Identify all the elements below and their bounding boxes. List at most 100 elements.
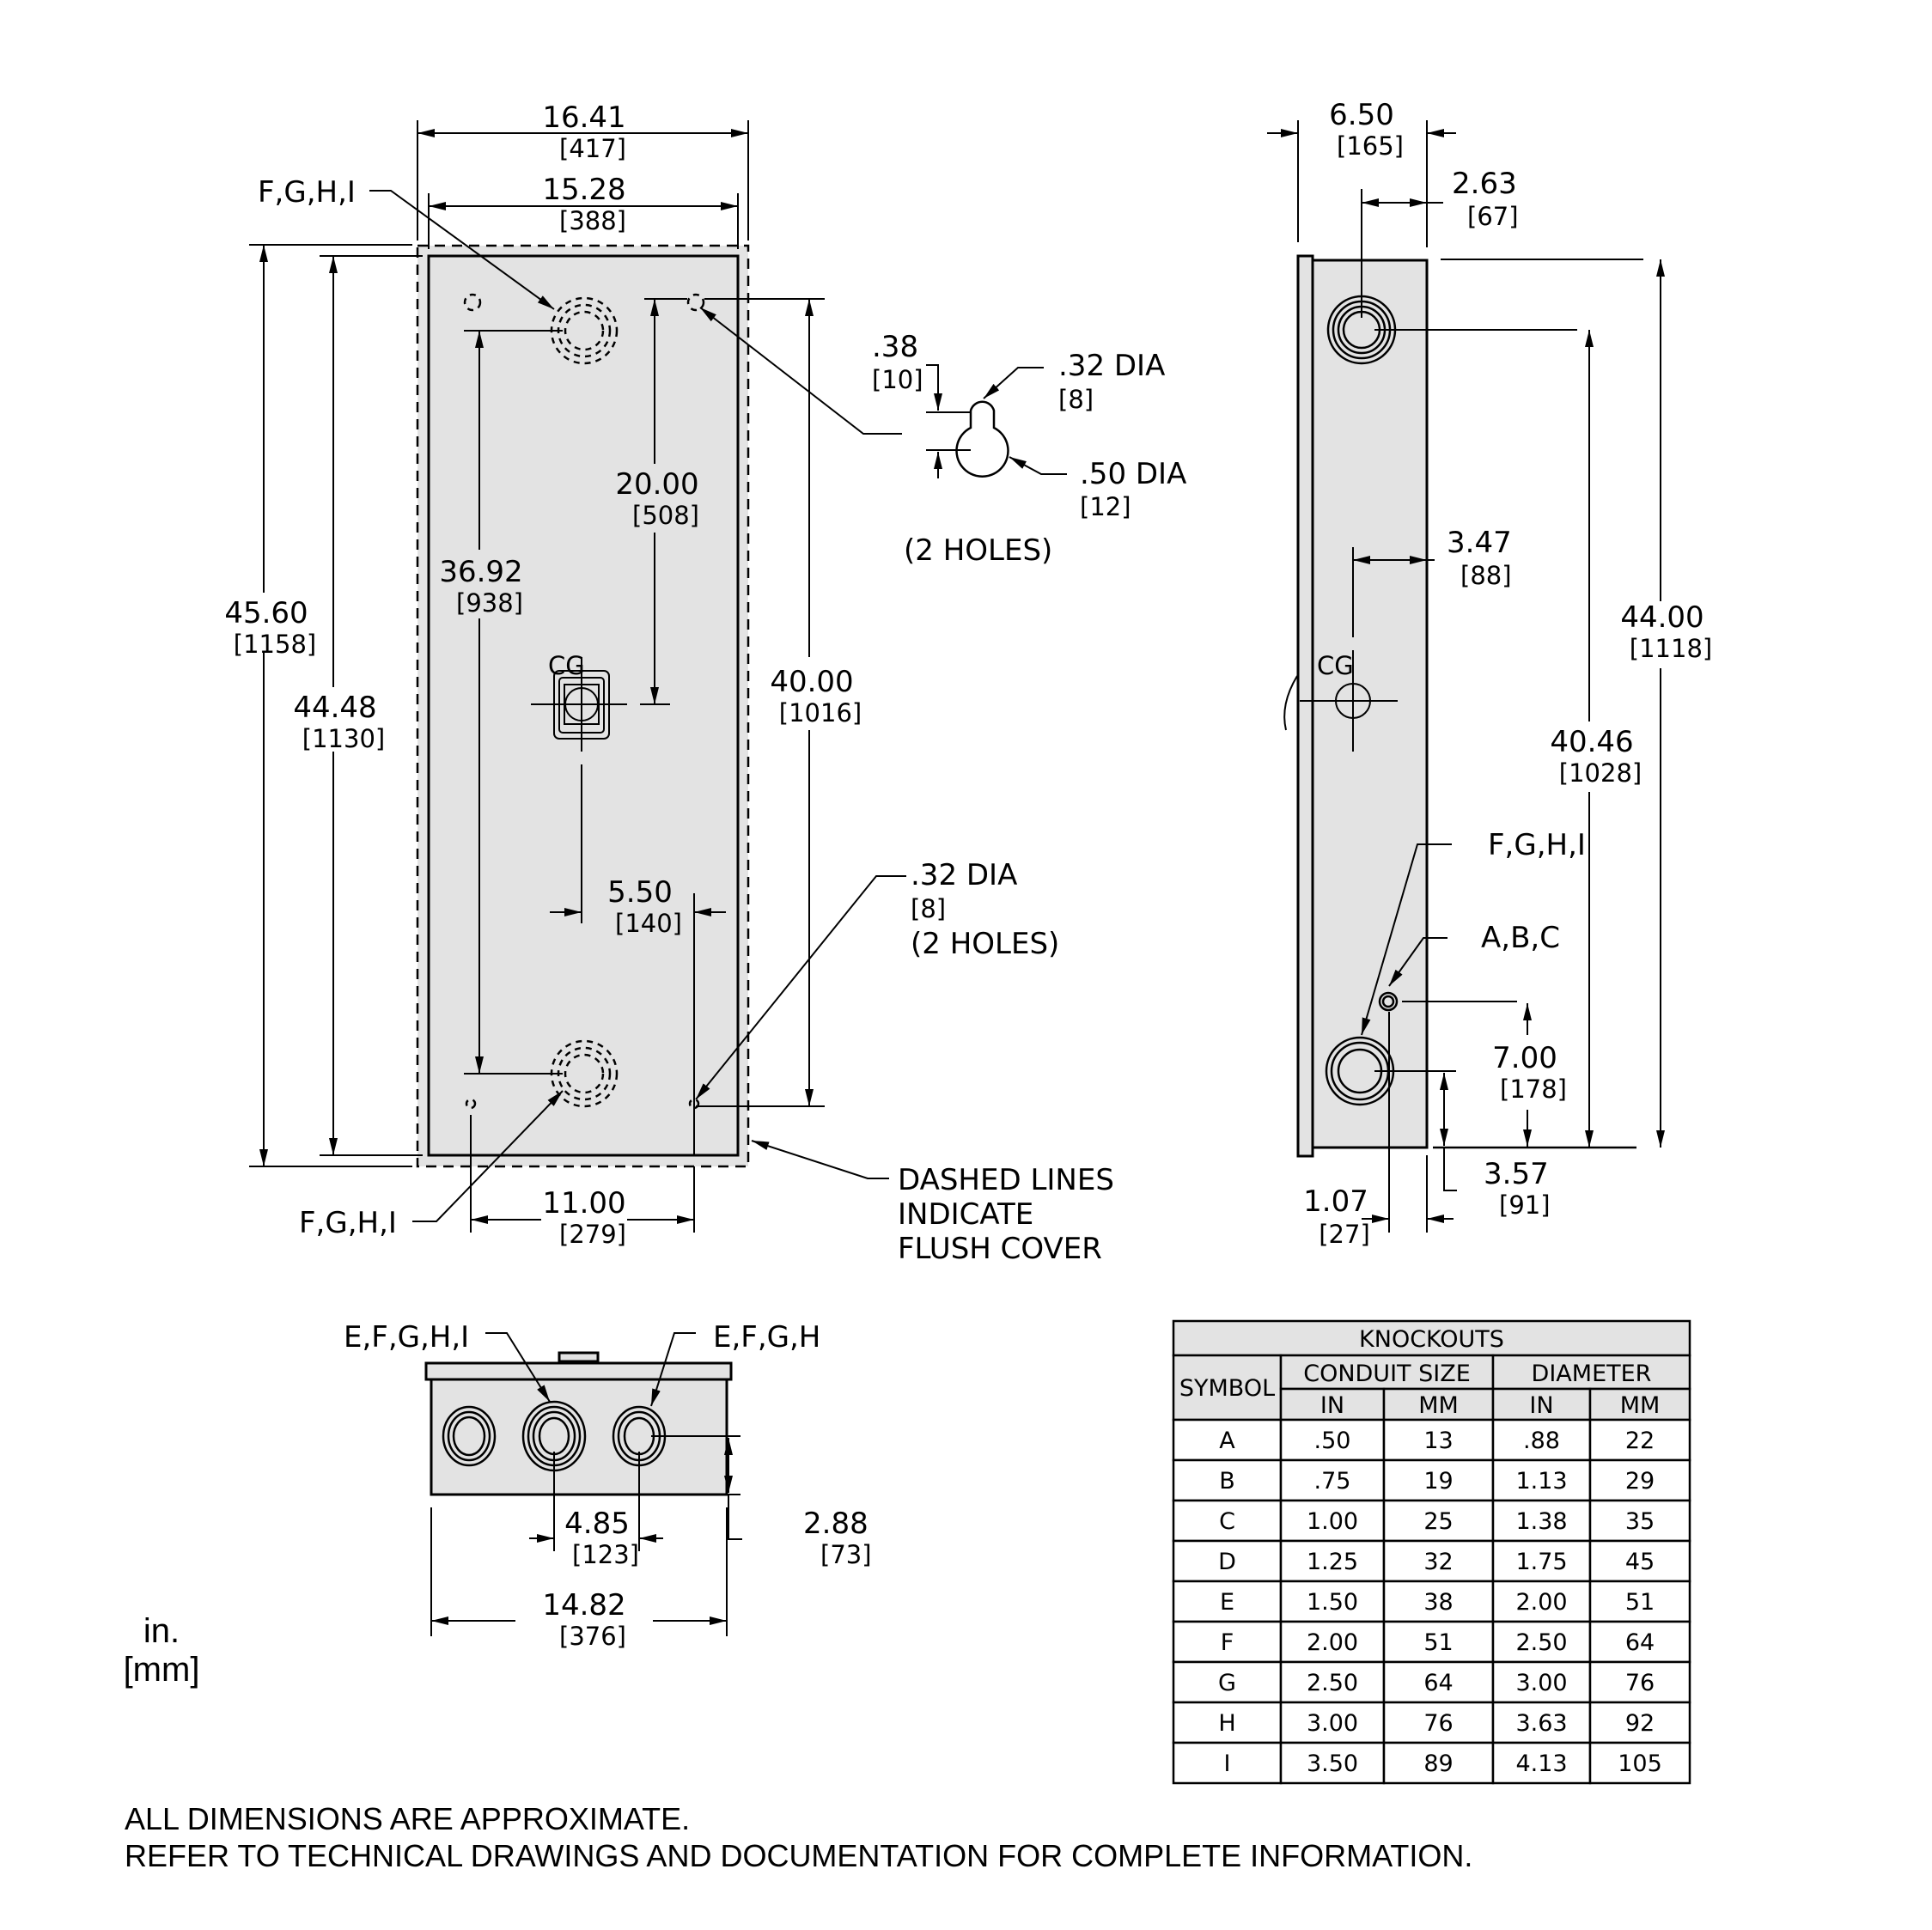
keyhole-top-right (686, 293, 705, 312)
table-cell (1382, 1580, 1495, 1623)
center-of-gravity-marker: CG (531, 651, 627, 752)
table-cell (1491, 1741, 1592, 1785)
latch-top (558, 1351, 600, 1363)
table-value: 35 (1625, 1508, 1655, 1535)
keyhole-shape (955, 400, 1009, 478)
table-symbol: H (1218, 1710, 1235, 1737)
dim-cg-depth-mm: [88] (1460, 561, 1512, 590)
diameter-header: DIAMETER (1532, 1361, 1652, 1387)
units-inches: in. (143, 1612, 180, 1650)
keyhole-detail: .38 [10] .32 DIA [8] .50 DIA [12] (2 HOL… (872, 330, 1186, 568)
table-value: 3.50 (1307, 1750, 1358, 1777)
table-cell (1279, 1539, 1386, 1583)
unit-header: MM (1418, 1392, 1459, 1419)
table-value: .75 (1314, 1468, 1351, 1495)
dim-side-knockout-spacing-mm: [1028] (1559, 758, 1642, 788)
dim-bottom-width: 14.82 (542, 1588, 625, 1623)
label-bottom-left-knockouts: E,F,G,H,I (344, 1320, 469, 1355)
table-value: 1.00 (1307, 1508, 1358, 1535)
dim-side-height: 44.00 (1620, 600, 1703, 635)
dim-mounting-hole-spacing-mm: [1016] (779, 698, 862, 728)
dim-overall-width-mm: [417] (559, 134, 626, 163)
mounting-hole-bottom-right (688, 1098, 700, 1110)
table-cell (1172, 1539, 1283, 1583)
table-symbol: A (1219, 1428, 1235, 1454)
flush-cover-note-line-2: INDICATE (898, 1197, 1033, 1232)
side-flange (1296, 254, 1314, 1158)
table-value: 92 (1625, 1710, 1655, 1737)
symbol-header-cell (1172, 1354, 1283, 1422)
keyhole-slot-dia: .32 DIA (1058, 349, 1165, 383)
table-value: 2.00 (1515, 1589, 1567, 1616)
dim-side-depth: 6.50 (1329, 98, 1394, 132)
mounting-hole-bottom-left (465, 1098, 477, 1110)
dim-small-knockout-height-mm: [178] (1500, 1075, 1567, 1104)
dim-bottom-knockout-spacing-mm: [123] (572, 1540, 639, 1569)
dim-overall-height-mm: [1158] (234, 630, 316, 659)
table-value: 51 (1423, 1629, 1453, 1656)
dim-overall-width: 16.41 (542, 100, 625, 135)
dim-bottom-width-mm: [376] (559, 1622, 626, 1651)
dim-mounting-hole-spacing: 40.00 (770, 665, 853, 699)
table-cell (1382, 1660, 1495, 1704)
bottom-knockout (550, 1039, 619, 1108)
dim-bottom-hole-spacing-mm: [279] (559, 1220, 626, 1249)
unit-header-cell (1382, 1387, 1495, 1422)
table-cell (1588, 1458, 1691, 1502)
enclosure-front-body (427, 254, 740, 1157)
keyhole-slot-offset-mm: [10] (872, 365, 923, 394)
table-symbol: G (1218, 1670, 1236, 1696)
units-mm: [mm] (124, 1651, 200, 1689)
table-symbol: F (1221, 1629, 1234, 1656)
conduit-size-header: CONDUIT SIZE (1303, 1361, 1471, 1387)
note-approximate: ALL DIMENSIONS ARE APPROXIMATE. (125, 1801, 690, 1836)
dim-side-knockout-spacing: 40.46 (1550, 725, 1633, 759)
dim-body-height: 44.48 (293, 691, 376, 725)
table-value: 19 (1423, 1468, 1453, 1495)
units-legend: in. [mm] (124, 1612, 200, 1689)
table-value: 32 (1423, 1549, 1453, 1575)
dim-body-width: 15.28 (542, 173, 625, 207)
label-bottom-knockout: F,G,H,I (299, 1206, 397, 1240)
dim-body-height-mm: [1130] (302, 724, 385, 753)
table-value: 2.50 (1515, 1629, 1567, 1656)
unit-header-cell (1588, 1387, 1691, 1422)
cg-label: CG (548, 651, 585, 680)
table-cell (1382, 1741, 1495, 1785)
table-value: 76 (1625, 1670, 1655, 1696)
unit-header: IN (1320, 1392, 1344, 1419)
bottom-hole-dia: .32 DIA (911, 858, 1017, 892)
table-value: 89 (1423, 1750, 1453, 1777)
dim-cg-offset: 5.50 (607, 875, 673, 910)
table-value: 3.00 (1307, 1710, 1358, 1737)
keyhole-hole-dia-mm: [12] (1080, 492, 1131, 521)
table-symbol: E (1220, 1589, 1234, 1616)
front-view: 16.41 [417] 15.28 [388] F,G,H,I 45.60 [1… (224, 100, 1114, 1266)
side-cg-label: CG (1317, 651, 1354, 680)
table-value: 2.50 (1307, 1670, 1358, 1696)
table-cell (1491, 1499, 1592, 1543)
table-value: .50 (1314, 1428, 1351, 1454)
dim-cg-from-top-mm: [508] (632, 501, 699, 530)
table-value: 1.13 (1515, 1468, 1567, 1495)
table-cell (1588, 1620, 1691, 1664)
table-symbol: I (1224, 1750, 1231, 1777)
door-handle (1283, 675, 1298, 731)
table-value: 105 (1618, 1750, 1662, 1777)
note-refer-documentation: REFER TO TECHNICAL DRAWINGS AND DOCUMENT… (125, 1838, 1472, 1873)
table-cell (1491, 1701, 1592, 1744)
dim-bottom-knockout-spacing: 4.85 (564, 1507, 630, 1541)
dim-body-width-mm: [388] (559, 206, 626, 235)
table-cell (1172, 1701, 1283, 1744)
table-value: 29 (1625, 1468, 1655, 1495)
symbol-header: SYMBOL (1179, 1375, 1275, 1402)
bottom-hole-dia-mm: [8] (911, 894, 946, 923)
table-cell (1279, 1660, 1386, 1704)
table-value: 45 (1625, 1549, 1655, 1575)
flush-cover-note-line-1: DASHED LINES (898, 1163, 1114, 1197)
dim-knockout-spacing-mm: [938] (456, 588, 523, 618)
table-cell (1588, 1580, 1691, 1623)
table-symbol: D (1218, 1549, 1236, 1575)
